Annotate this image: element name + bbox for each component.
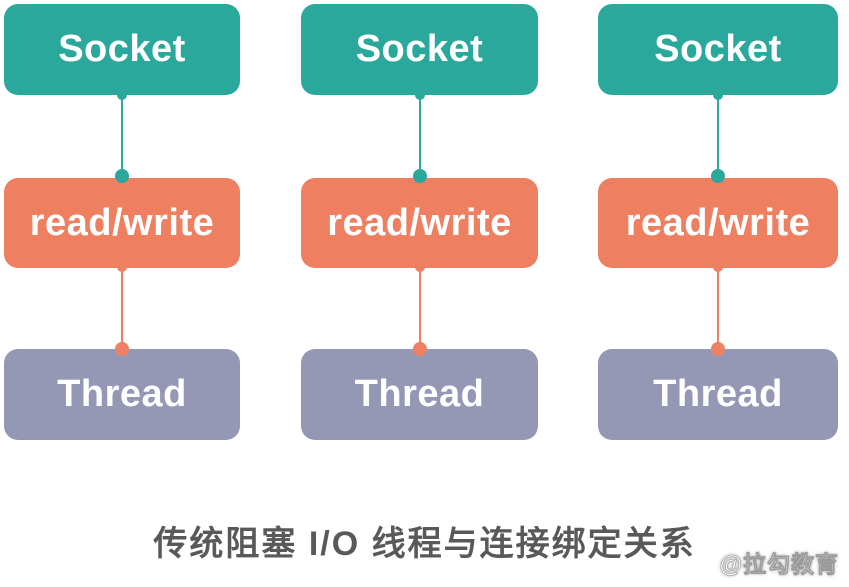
socket-connector-end-dot bbox=[115, 169, 129, 183]
socket-connector-end-dot bbox=[711, 169, 725, 183]
socket-label: Socket bbox=[58, 28, 186, 70]
socket-label: Socket bbox=[355, 28, 484, 70]
connection-column-2: Socket read/write Thread bbox=[301, 0, 538, 460]
thread-label: Thread bbox=[653, 373, 783, 415]
thread-box: Thread bbox=[598, 349, 838, 440]
read-write-label: read/write bbox=[327, 201, 512, 244]
readwrite-to-thread-line bbox=[121, 267, 123, 343]
thread-label: Thread bbox=[354, 373, 485, 415]
read-write-label: read/write bbox=[29, 201, 215, 244]
socket-box: Socket bbox=[301, 4, 538, 95]
connection-column-3: Socket read/write Thread bbox=[598, 0, 838, 460]
read-write-box: read/write bbox=[4, 178, 240, 268]
readwrite-to-thread-line bbox=[418, 267, 421, 343]
readwrite-connector-end-dot bbox=[115, 342, 129, 356]
socket-label: Socket bbox=[654, 28, 782, 70]
socket-to-readwrite-line bbox=[717, 95, 719, 172]
socket-to-readwrite-line bbox=[418, 95, 421, 172]
readwrite-to-thread-line bbox=[717, 267, 719, 343]
connection-column-1: Socket read/write Thread bbox=[4, 0, 240, 460]
diagram-caption: 传统阻塞 I/O 线程与连接绑定关系 bbox=[153, 525, 696, 563]
read-write-box: read/write bbox=[301, 178, 538, 268]
thread-box: Thread bbox=[4, 349, 240, 440]
socket-connector-end-dot bbox=[412, 169, 427, 183]
socket-box: Socket bbox=[4, 4, 240, 95]
thread-label: Thread bbox=[57, 373, 187, 415]
socket-to-readwrite-line bbox=[121, 95, 123, 172]
thread-box: Thread bbox=[301, 349, 538, 440]
readwrite-connector-end-dot bbox=[412, 342, 427, 356]
readwrite-connector-end-dot bbox=[711, 342, 725, 356]
read-write-label: read/write bbox=[625, 201, 811, 244]
read-write-box: read/write bbox=[598, 178, 838, 268]
watermark: @拉勾教育 bbox=[719, 551, 839, 578]
socket-box: Socket bbox=[598, 4, 838, 95]
